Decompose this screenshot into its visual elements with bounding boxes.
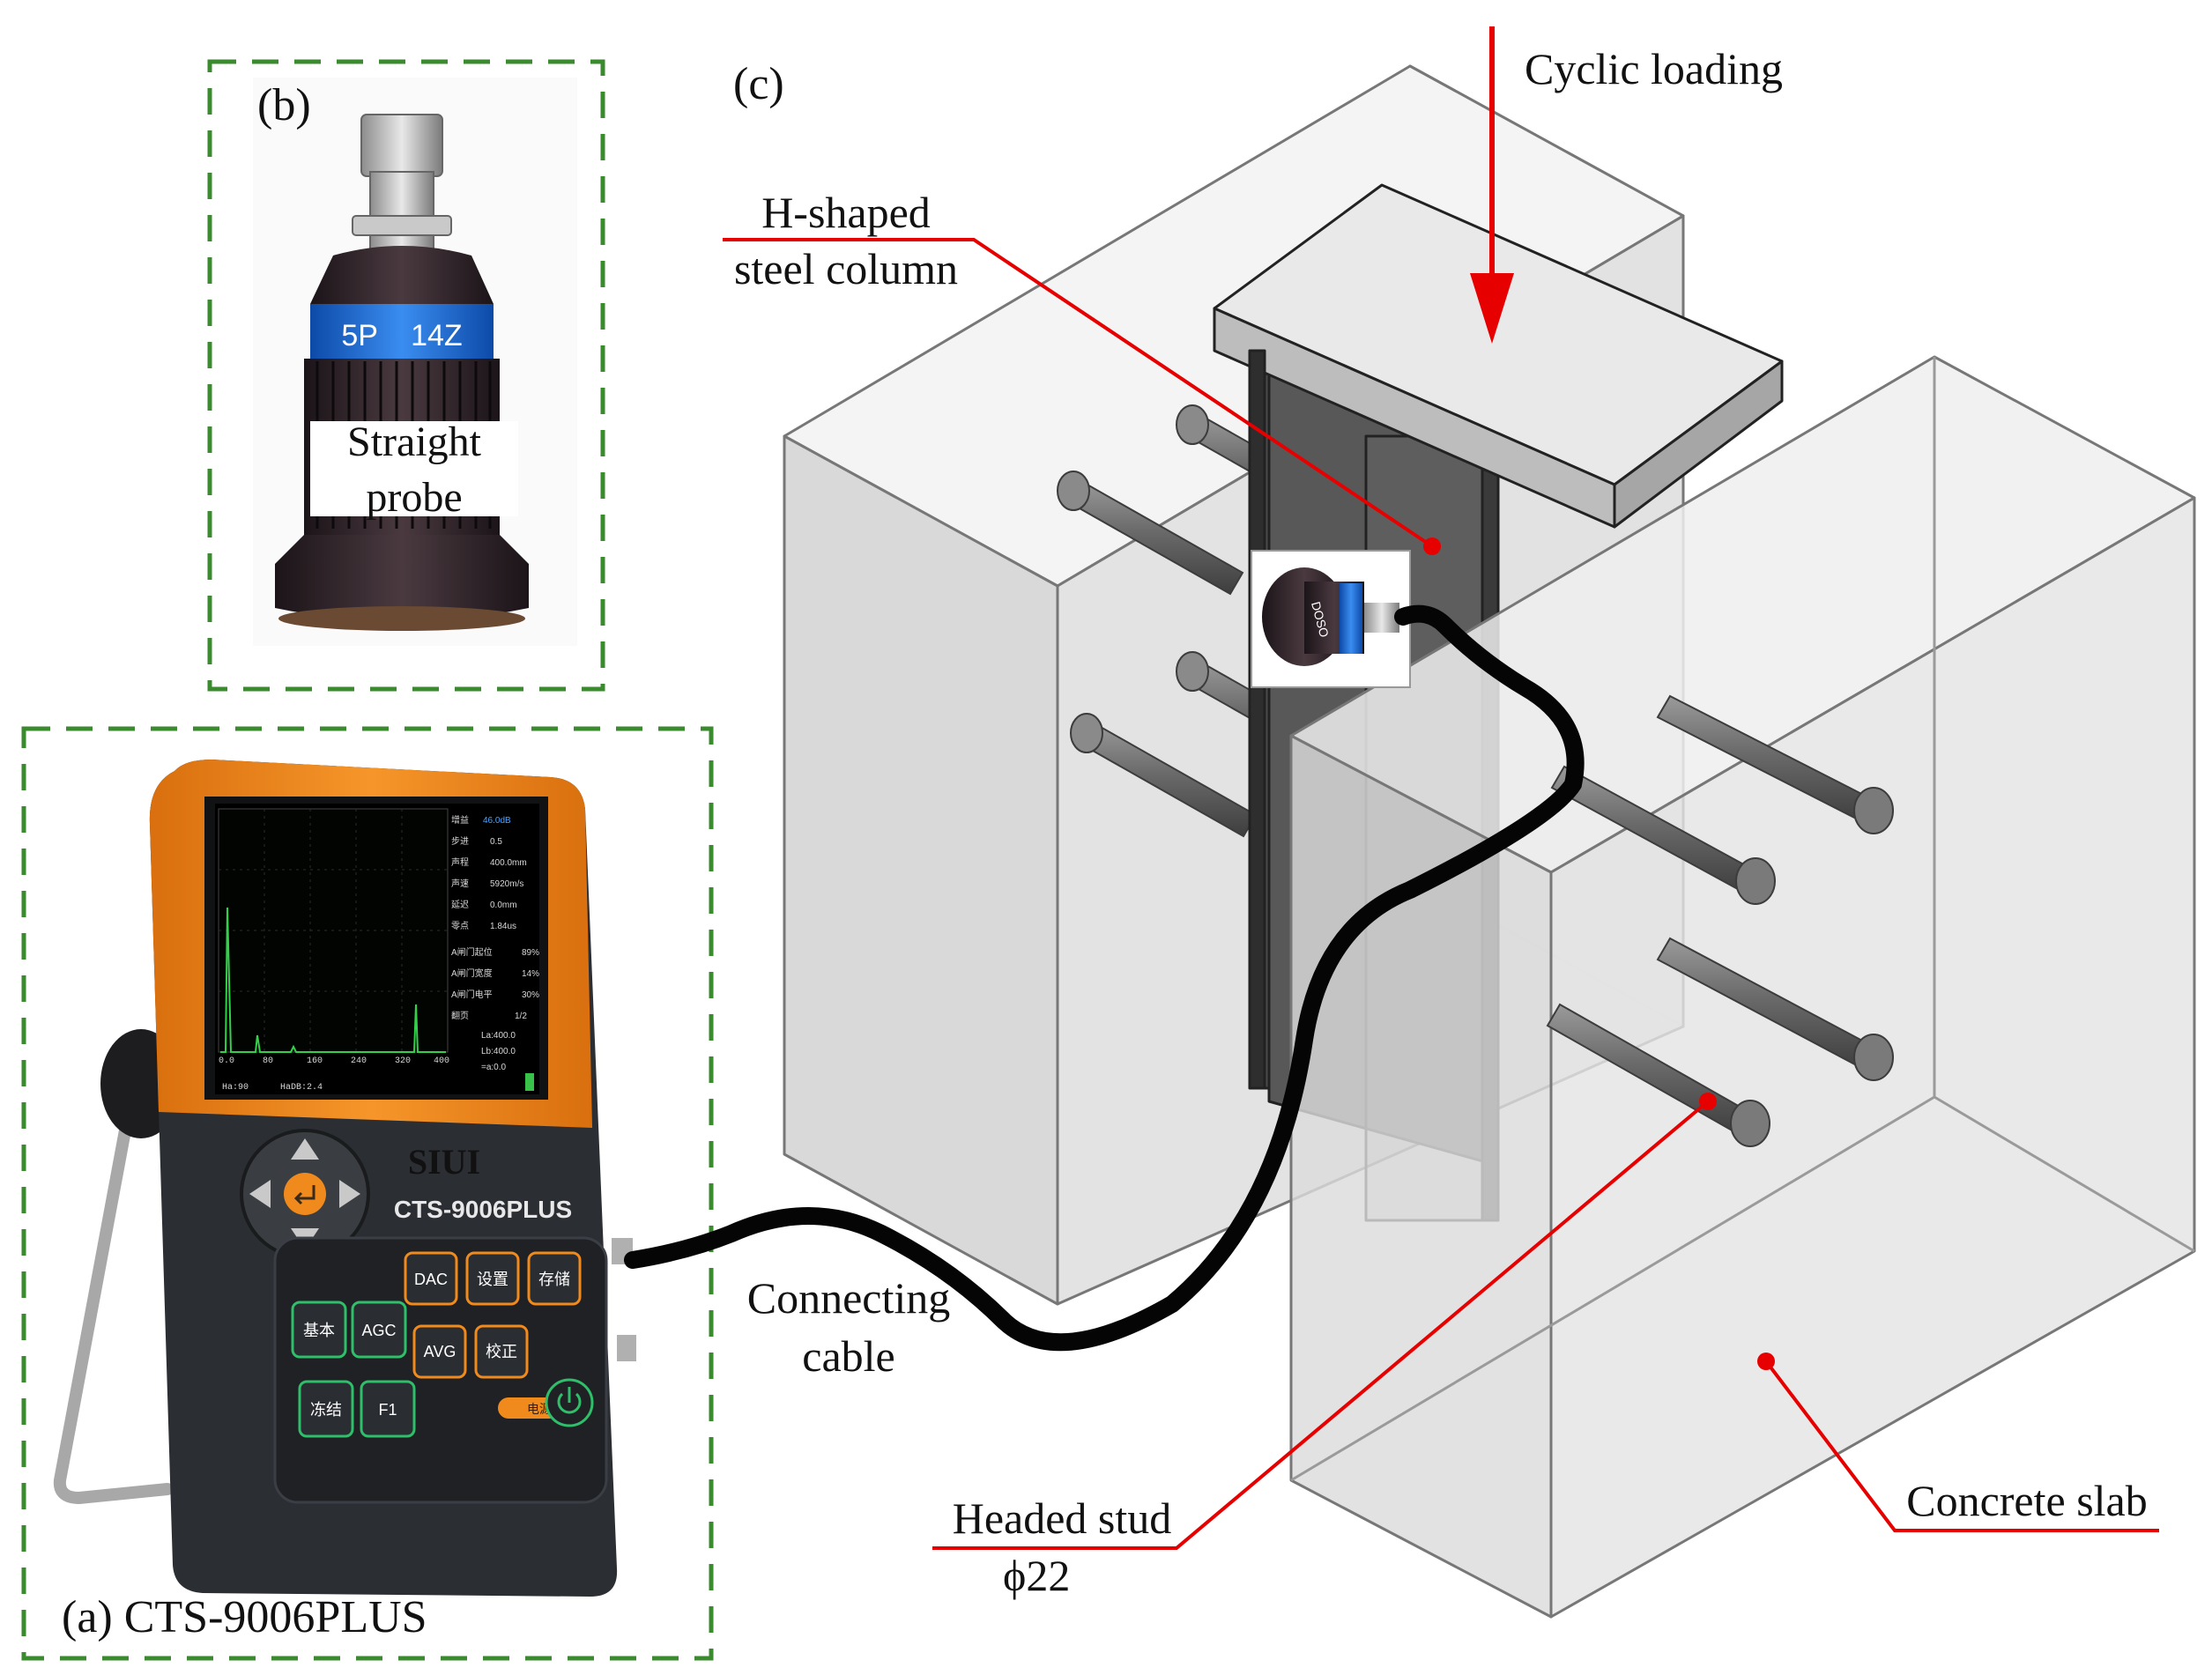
svg-text:设置: 设置: [477, 1271, 508, 1288]
column-label-line2: steel column: [734, 244, 958, 293]
slab-leader: [1764, 1360, 2159, 1532]
agc-button[interactable]: AGC: [351, 1301, 407, 1359]
svg-text:基本: 基本: [303, 1322, 335, 1339]
svg-text:校正: 校正: [486, 1343, 517, 1360]
svg-text:冻结: 冻结: [310, 1401, 342, 1419]
mounted-probe: DOSO: [1251, 550, 1411, 688]
a-scan-waveform: [220, 907, 446, 1053]
power-switch[interactable]: 电源: [498, 1378, 594, 1427]
svg-text:Lb:400.0: Lb:400.0: [481, 1047, 516, 1056]
svg-text:A闸门电平: A闸门电平: [451, 989, 493, 1000]
store-button[interactable]: 存储: [527, 1251, 582, 1306]
calibrate-button[interactable]: 校正: [474, 1324, 529, 1379]
panel-b: 5P 14Z Straight probe (b): [207, 59, 605, 692]
panel-c-tag: (c): [733, 59, 784, 109]
screen-x-ticks: 0.0 80 160 240 320 400: [219, 1056, 449, 1066]
battery-icon: [525, 1073, 534, 1091]
svg-text:延迟: 延迟: [451, 899, 469, 910]
svg-text:零点: 零点: [451, 921, 469, 931]
settings-button[interactable]: 设置: [465, 1251, 520, 1306]
svg-text:La:400.0: La:400.0: [481, 1031, 516, 1041]
svg-text:AVG: AVG: [424, 1343, 457, 1360]
straight-probe-photo: 5P 14Z Straight probe: [253, 78, 577, 646]
svg-text:存储: 存储: [538, 1271, 570, 1288]
freeze-button[interactable]: 冻结: [298, 1380, 354, 1438]
slab-label: Concrete slab: [1906, 1476, 2148, 1525]
panel-c: (c): [624, 26, 2196, 1619]
leader-lines: [723, 238, 2159, 1550]
svg-text:声速: 声速: [451, 878, 469, 889]
probe-label-line1: Straight: [347, 419, 482, 465]
dac-button[interactable]: DAC: [404, 1251, 458, 1306]
probe-label-box: [310, 421, 518, 516]
stud-leader: [932, 1100, 1710, 1550]
device-kickstand: [53, 1086, 174, 1505]
svg-text:AGC: AGC: [361, 1322, 396, 1339]
svg-text:80: 80: [263, 1056, 273, 1066]
svg-text:89%: 89%: [522, 948, 539, 958]
device-model: CTS-9006PLUS: [394, 1196, 572, 1223]
svg-text:46.0dB: 46.0dB: [483, 816, 511, 826]
svg-text:0.0mm: 0.0mm: [490, 900, 517, 910]
cyclic-loading-label: Cyclic loading: [1525, 44, 1783, 93]
svg-text:=a:0.0: =a:0.0: [481, 1063, 507, 1072]
panel-a-dashed-border: [21, 726, 714, 1661]
panel-a: 0.0 80 160 240 320 400 增益 46.0dB 步进 0.5 …: [21, 726, 714, 1661]
column-label-line1: H-shaped: [761, 188, 931, 237]
screen-readout-mid: HaDB:2.4: [280, 1083, 323, 1093]
device-nav-pad[interactable]: [240, 1129, 370, 1259]
svg-text:步进: 步进: [451, 836, 469, 847]
svg-text:320: 320: [395, 1056, 411, 1066]
stud-label-line1: Headed stud: [953, 1493, 1172, 1543]
svg-text:DAC: DAC: [414, 1271, 448, 1288]
svg-text:14%: 14%: [522, 969, 539, 979]
f1-button[interactable]: F1: [360, 1380, 416, 1438]
device-keypad: DAC 设置 存储 基本: [273, 1236, 608, 1504]
svg-text:240: 240: [351, 1056, 367, 1066]
avg-button[interactable]: AVG: [412, 1324, 467, 1379]
svg-text:0.0: 0.0: [219, 1056, 234, 1066]
leader-dots: [1423, 537, 1775, 1370]
panel-b-tag: (b): [257, 80, 311, 130]
svg-text:0.5: 0.5: [490, 837, 502, 847]
svg-text:30%: 30%: [522, 990, 539, 1000]
svg-text:A闸门宽度: A闸门宽度: [451, 967, 493, 979]
svg-text:160: 160: [307, 1056, 323, 1066]
stud-label-line2: ϕ22: [1003, 1551, 1070, 1600]
screen-side-menu: 增益 46.0dB 步进 0.5 声程 400.0mm 声速 5920m/s 延…: [451, 814, 539, 1072]
panel-a-caption: (a) CTS-9006PLUS: [62, 1592, 427, 1642]
svg-text:声程: 声程: [451, 856, 469, 868]
svg-text:400: 400: [434, 1056, 449, 1066]
svg-text:增益: 增益: [451, 814, 469, 826]
svg-text:F1: F1: [378, 1401, 397, 1419]
svg-text:400.0mm: 400.0mm: [490, 858, 527, 868]
device-screen: 0.0 80 160 240 320 400 增益 46.0dB 步进 0.5 …: [215, 804, 539, 1094]
svg-text:A闸门起位: A闸门起位: [451, 946, 493, 958]
enter-icon[interactable]: [284, 1173, 326, 1215]
svg-text:5920m/s: 5920m/s: [490, 879, 523, 889]
cyclic-loading-arrow: [1470, 26, 1514, 344]
screen-readout-left: Ha:90: [222, 1083, 249, 1093]
device-side-connector-2: [617, 1335, 636, 1361]
column-leader: [723, 238, 1434, 548]
svg-text:1/2: 1/2: [515, 1012, 527, 1021]
probe-band-text: 5P 14Z: [341, 319, 462, 352]
device-brand: SIUI: [408, 1142, 480, 1182]
svg-text:1.84us: 1.84us: [490, 922, 516, 931]
svg-text:翻页: 翻页: [451, 1011, 469, 1021]
probe-label-line2: probe: [366, 474, 462, 521]
ultrasonic-detector: 0.0 80 160 240 320 400 增益 46.0dB 步进 0.5 …: [149, 760, 636, 1597]
cable-label-line2: cable: [802, 1331, 894, 1381]
basic-button[interactable]: 基本: [291, 1301, 347, 1359]
cable-label-line1: Connecting: [747, 1273, 951, 1323]
connecting-cable: [624, 604, 1585, 1352]
